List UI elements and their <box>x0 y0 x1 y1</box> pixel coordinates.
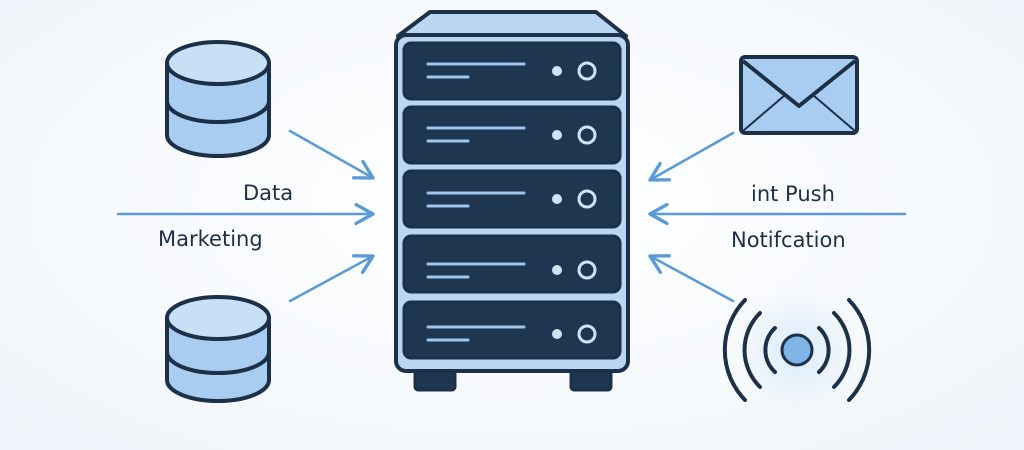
arrow-broadcast-to-server <box>648 254 735 303</box>
label-notification: Notifcation <box>731 228 846 252</box>
arrows <box>116 129 907 303</box>
database-icon <box>165 40 271 158</box>
envelope-icon <box>739 55 859 135</box>
arrow-mail-to-server <box>648 131 735 182</box>
label-marketing: Marketing <box>158 227 263 251</box>
label-push: int Push <box>751 182 835 206</box>
arrow-database-top-to-server <box>288 129 375 180</box>
server-unit <box>402 234 622 294</box>
server-unit <box>402 105 622 165</box>
server-unit <box>402 41 622 101</box>
broadcast-signal-icon <box>722 288 872 412</box>
label-data: Data <box>243 181 294 205</box>
server-top-cap <box>396 10 628 38</box>
server-unit <box>402 300 622 360</box>
server-unit <box>402 169 622 229</box>
arrow-database-bottom-to-server <box>288 254 375 303</box>
database-icon <box>165 295 271 403</box>
